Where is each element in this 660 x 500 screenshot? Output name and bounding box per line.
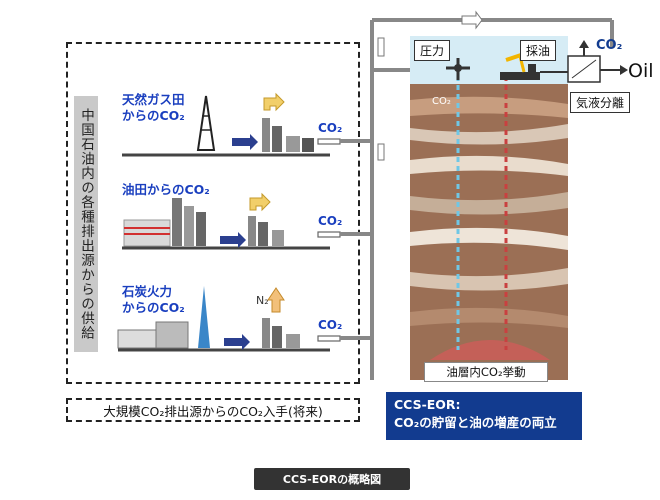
source-label-gas-field: 天然ガス田 からのCO₂ xyxy=(122,92,185,123)
vertical-source-text: 中国石油内の各種排出源からの供給 xyxy=(78,108,94,340)
co2-output-label: CO₂ xyxy=(596,38,623,53)
summary-line-2: CO₂の貯留と油の増産の両立 xyxy=(394,415,557,430)
coal-power-plant-icon xyxy=(117,286,330,352)
oil-field-plant-icon xyxy=(122,192,330,250)
co2-plume xyxy=(430,340,550,360)
source-label-coal-power: 石炭火力 からのCO₂ xyxy=(122,284,185,315)
n2-label: N₂ xyxy=(256,294,269,307)
ccs-eor-summary: CCS-EOR: CO₂の貯留と油の増産の両立 xyxy=(386,392,582,440)
oil-output-label: Oil xyxy=(628,60,654,82)
separation-label: 気液分離 xyxy=(570,92,631,113)
wellhead-icon xyxy=(446,58,470,80)
injection-co2-label: CO₂ xyxy=(432,96,451,107)
co2-label-gas: CO₂ xyxy=(318,121,343,135)
production-label: 採油 xyxy=(520,40,557,61)
summary-line-1: CCS-EOR: xyxy=(394,397,461,412)
source-label-oil-field: 油田からのCO₂ xyxy=(122,182,210,197)
pressure-label: 圧力 xyxy=(414,40,451,61)
separator-icon xyxy=(540,40,628,83)
pipe-flow-arrow-top xyxy=(461,10,483,30)
vertical-source-label: 中国石油内の各種排出源からの供給 xyxy=(74,96,98,352)
future-source-text: 大規模CO₂排出源からのCO₂入手(将来) xyxy=(103,403,323,419)
emission-sources-panel xyxy=(66,42,360,384)
gas-field-plant-icon xyxy=(122,92,330,157)
figure-caption: CCS-EORの概略図 xyxy=(254,468,410,490)
reservoir-label: 油層内CO₂挙動 xyxy=(424,362,548,382)
co2-label-coal: CO₂ xyxy=(318,318,343,332)
pipe-flow-arrow-down xyxy=(377,37,385,57)
future-source-box: 大規模CO₂排出源からのCO₂入手(将来) xyxy=(66,398,360,422)
co2-supply-pipe xyxy=(340,18,614,380)
pipe-flow-arrow-up xyxy=(377,143,385,161)
co2-label-oil: CO₂ xyxy=(318,214,343,228)
